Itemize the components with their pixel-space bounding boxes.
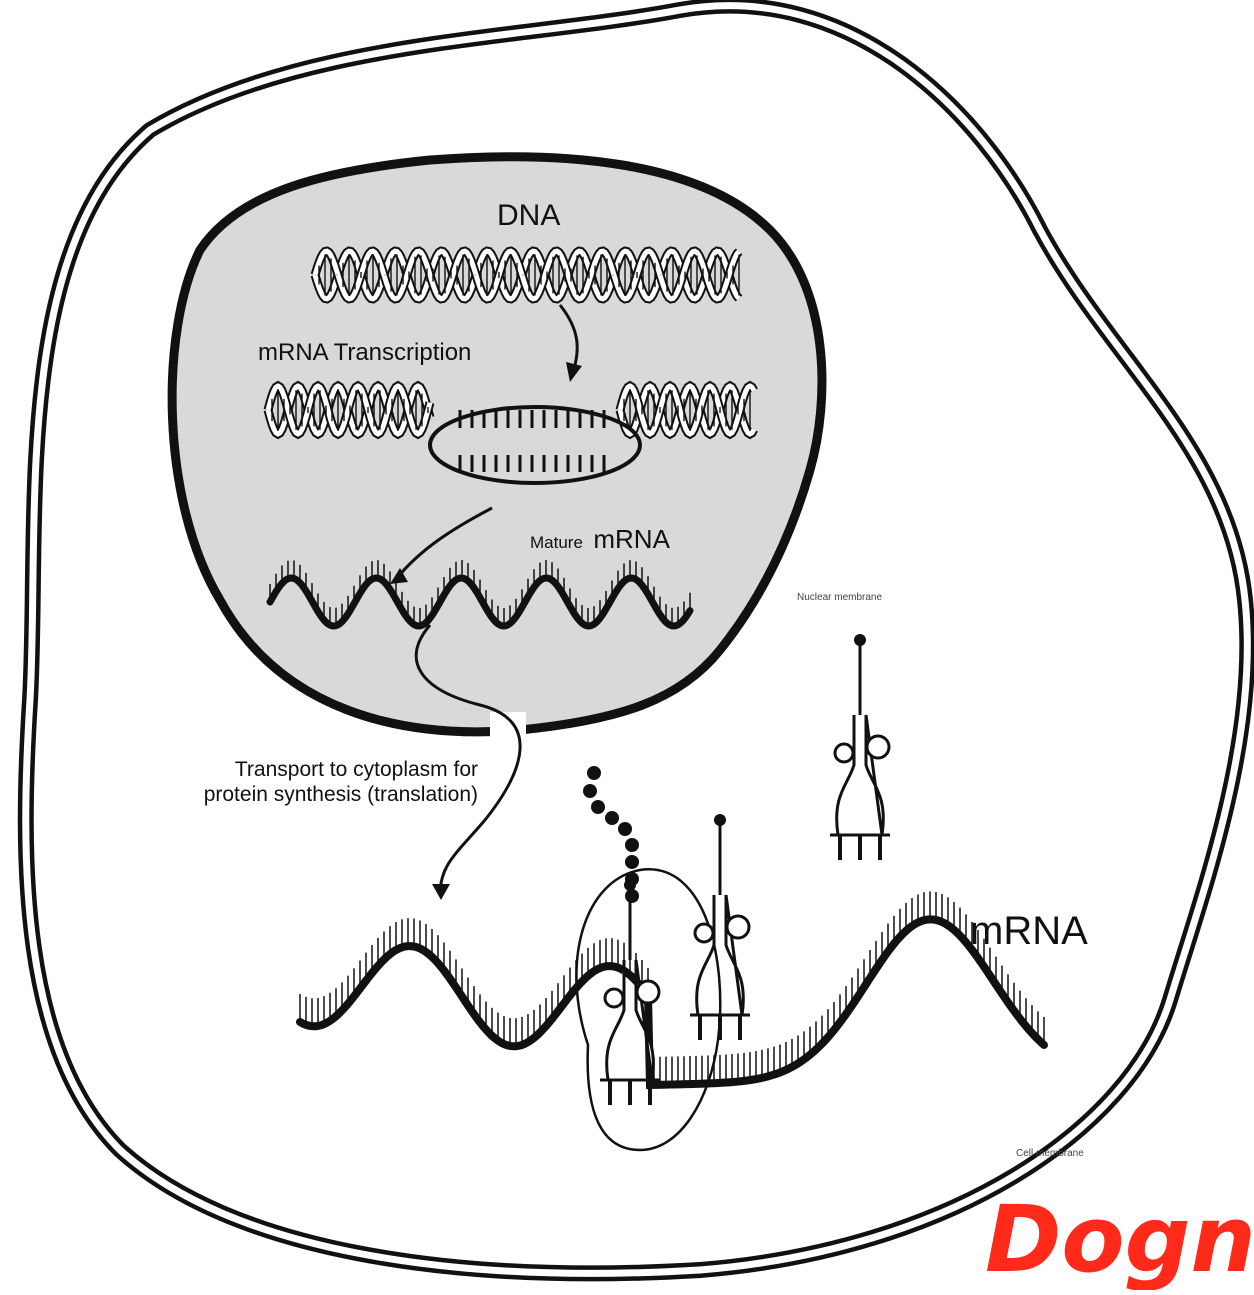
mature-mrna-label-suffix: mRNA (593, 524, 670, 554)
nucleus (172, 157, 822, 732)
trna-left (600, 879, 660, 1105)
mature-mrna-label-prefix: Mature (530, 533, 583, 552)
cytoplasm-mrna-strand (300, 891, 1044, 1085)
nuclear-pore (490, 712, 526, 738)
transcription-label: mRNA Transcription (258, 339, 471, 366)
cell-membrane-label: Cell membrane (1016, 1148, 1084, 1159)
mrna-label: mRNA (970, 909, 1088, 953)
transport-label-line2: protein synthesis (translation) (204, 783, 478, 806)
transport-label-line1: Transport to cytoplasm for (235, 758, 478, 781)
dna-label: DNA (497, 199, 560, 232)
nuclear-membrane-label: Nuclear membrane (797, 592, 882, 603)
trna-free (830, 634, 890, 860)
arrowhead-3 (432, 884, 450, 900)
watermark-text: Dogn (985, 1190, 1254, 1290)
